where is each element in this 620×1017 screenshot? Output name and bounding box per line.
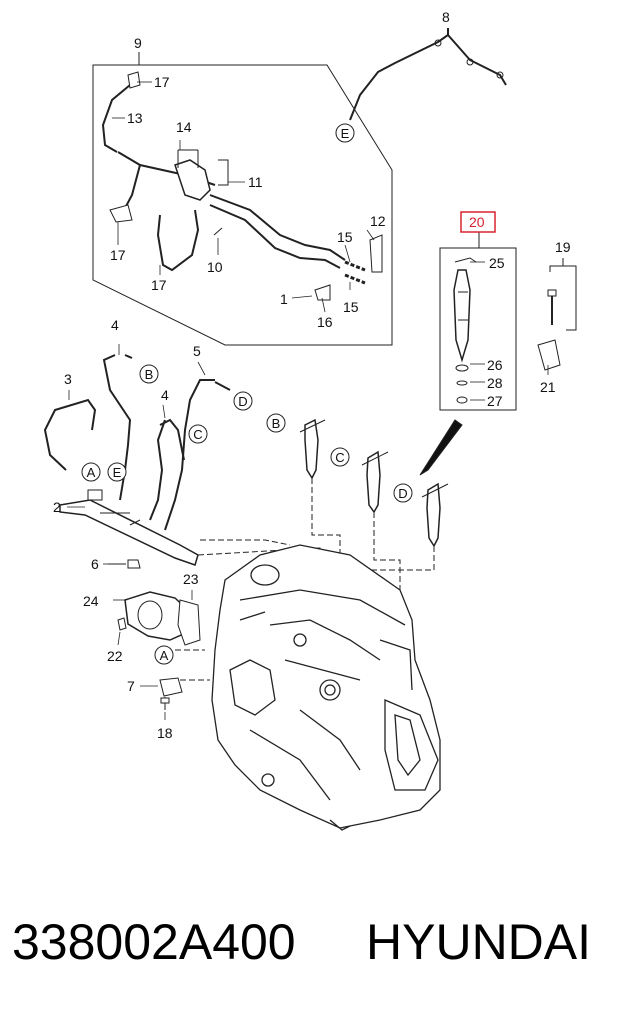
connector-a-engine: A	[154, 645, 174, 665]
callout-27: 27	[487, 393, 503, 409]
connector-e-pipe: E	[107, 462, 127, 482]
svg-text:D: D	[398, 486, 407, 501]
injector-c	[361, 450, 389, 514]
svg-text:C: C	[335, 450, 344, 465]
connector-d-pipe: D	[233, 391, 253, 411]
callout-21: 21	[540, 379, 556, 395]
injector-d	[421, 482, 449, 548]
callout-18: 18	[157, 725, 173, 741]
injector-kit-frame	[439, 247, 517, 411]
callout-5: 5	[193, 343, 201, 359]
part-number: 338002A400	[12, 914, 296, 970]
callout-12: 12	[370, 213, 386, 229]
callout-2: 2	[53, 499, 61, 515]
svg-text:E: E	[341, 126, 350, 141]
callout-17a: 17	[154, 74, 170, 90]
svg-text:A: A	[87, 465, 96, 480]
callout-8: 8	[442, 9, 450, 25]
callout-7: 7	[127, 678, 135, 694]
callout-4a: 4	[111, 317, 119, 333]
callout-4b: 4	[161, 387, 169, 403]
callout-11: 11	[248, 174, 263, 190]
svg-text:D: D	[238, 394, 247, 409]
brand-name: HYUNDAI	[366, 914, 592, 970]
callout-20: 20	[469, 214, 485, 230]
callout-13: 13	[127, 110, 143, 126]
callout-17b: 17	[110, 247, 126, 263]
callout-26: 26	[487, 357, 503, 373]
svg-text:B: B	[145, 367, 154, 382]
injector-b	[299, 418, 326, 480]
highlight-box	[460, 211, 496, 233]
callout-25: 25	[489, 255, 505, 271]
svg-text:A: A	[160, 648, 169, 663]
callout-28: 28	[487, 375, 503, 391]
callout-3: 3	[64, 371, 72, 387]
engine-block	[211, 544, 441, 831]
connector-b-pipe: B	[139, 364, 159, 384]
svg-text:B: B	[272, 416, 281, 431]
callout-15b: 15	[343, 299, 359, 315]
callout-24: 24	[83, 593, 99, 609]
callout-6: 6	[91, 556, 99, 572]
return-hose-frame	[92, 64, 393, 346]
svg-text:E: E	[113, 465, 122, 480]
callout-1: 1	[280, 291, 288, 307]
connector-e-hose: E	[335, 123, 355, 143]
connector-b-injector: B	[266, 413, 286, 433]
callout-19: 19	[555, 239, 571, 255]
callout-22: 22	[107, 648, 123, 664]
connector-c-pipe: C	[188, 424, 208, 444]
svg-text:C: C	[193, 427, 202, 442]
connector-a-left: A	[81, 462, 101, 482]
connector-c-injector: C	[330, 447, 350, 467]
callout-15a: 15	[337, 229, 353, 245]
callout-14: 14	[176, 119, 192, 135]
callout-16: 16	[317, 314, 333, 330]
connector-d-injector: D	[393, 483, 413, 503]
callout-9: 9	[134, 35, 142, 51]
callout-23: 23	[183, 571, 199, 587]
callout-17c: 17	[151, 277, 167, 293]
callout-10: 10	[207, 259, 223, 275]
parts-exploded-diagram: 1 2 3 4 4 5 6 7 8 9 10 11 12 13 14 15 15…	[43, 9, 577, 831]
